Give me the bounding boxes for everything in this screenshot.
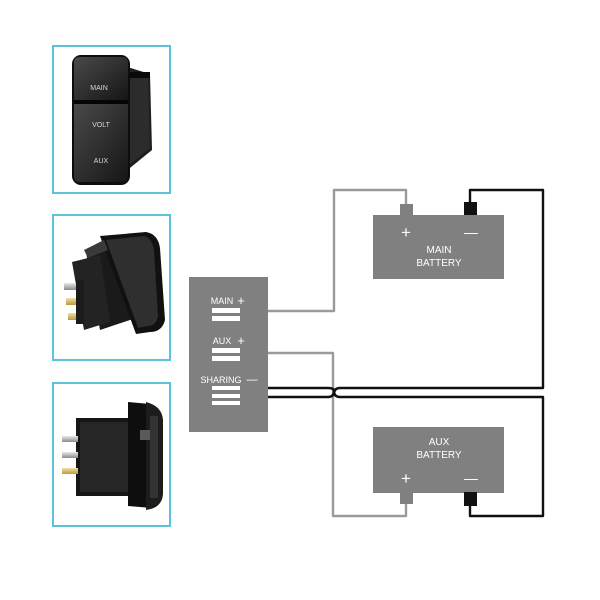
photo-frame-angled	[52, 214, 171, 361]
aux-battery-label-line1: AUX	[429, 437, 450, 448]
sharing-terminal-slot-1	[212, 386, 240, 390]
wires	[241, 188, 545, 518]
aux-negative-wire	[241, 389, 545, 518]
aux-battery-negative-post	[464, 492, 477, 506]
main-terminal-slot-2	[212, 316, 240, 321]
switch-legend-aux: AUX	[94, 158, 109, 165]
aux-terminal-plus: +	[237, 333, 245, 348]
sharing-terminal-minus: —	[247, 374, 258, 386]
photo-frame-side	[52, 382, 171, 527]
main-terminal-slot-1	[212, 308, 240, 313]
main-battery-minus: —	[464, 224, 478, 240]
rocker-switch-front-icon: MAIN VOLT AUX	[72, 55, 152, 185]
aux-battery-positive-post	[400, 492, 413, 504]
rocker-switch-angled-icon	[64, 232, 165, 334]
main-terminal-label: MAIN	[211, 296, 234, 306]
sharing-terminal-slot-3	[212, 401, 240, 405]
main-battery-label-line2: BATTERY	[416, 258, 462, 269]
photo-frame-front: MAIN VOLT AUX	[52, 45, 171, 194]
switch-legend-main: MAIN	[90, 85, 108, 92]
aux-terminal-label: AUX	[213, 336, 232, 346]
aux-battery-label-line2: BATTERY	[416, 450, 462, 461]
main-positive-wire	[268, 188, 408, 313]
switch-panel: MAIN + AUX + SHARING —	[189, 277, 268, 432]
aux-positive-wire	[268, 351, 408, 518]
main-battery: + — MAIN BATTERY	[373, 202, 504, 279]
sharing-terminal-slot-2	[212, 394, 240, 398]
rocker-switch-side-icon	[62, 402, 163, 510]
switch-legend-volt: VOLT	[92, 122, 110, 129]
sharing-terminal-label: SHARING	[200, 375, 241, 385]
main-terminal-plus: +	[237, 293, 245, 308]
main-battery-negative-post	[464, 202, 477, 216]
main-battery-label-line1: MAIN	[427, 245, 452, 256]
aux-battery-minus: —	[464, 470, 478, 486]
aux-terminal-slot-2	[212, 356, 240, 361]
aux-terminal-slot-1	[212, 348, 240, 353]
main-battery-positive-post	[400, 204, 413, 216]
aux-battery-plus: +	[401, 469, 411, 488]
aux-battery: AUX BATTERY + —	[373, 427, 504, 506]
main-battery-plus: +	[401, 223, 411, 242]
